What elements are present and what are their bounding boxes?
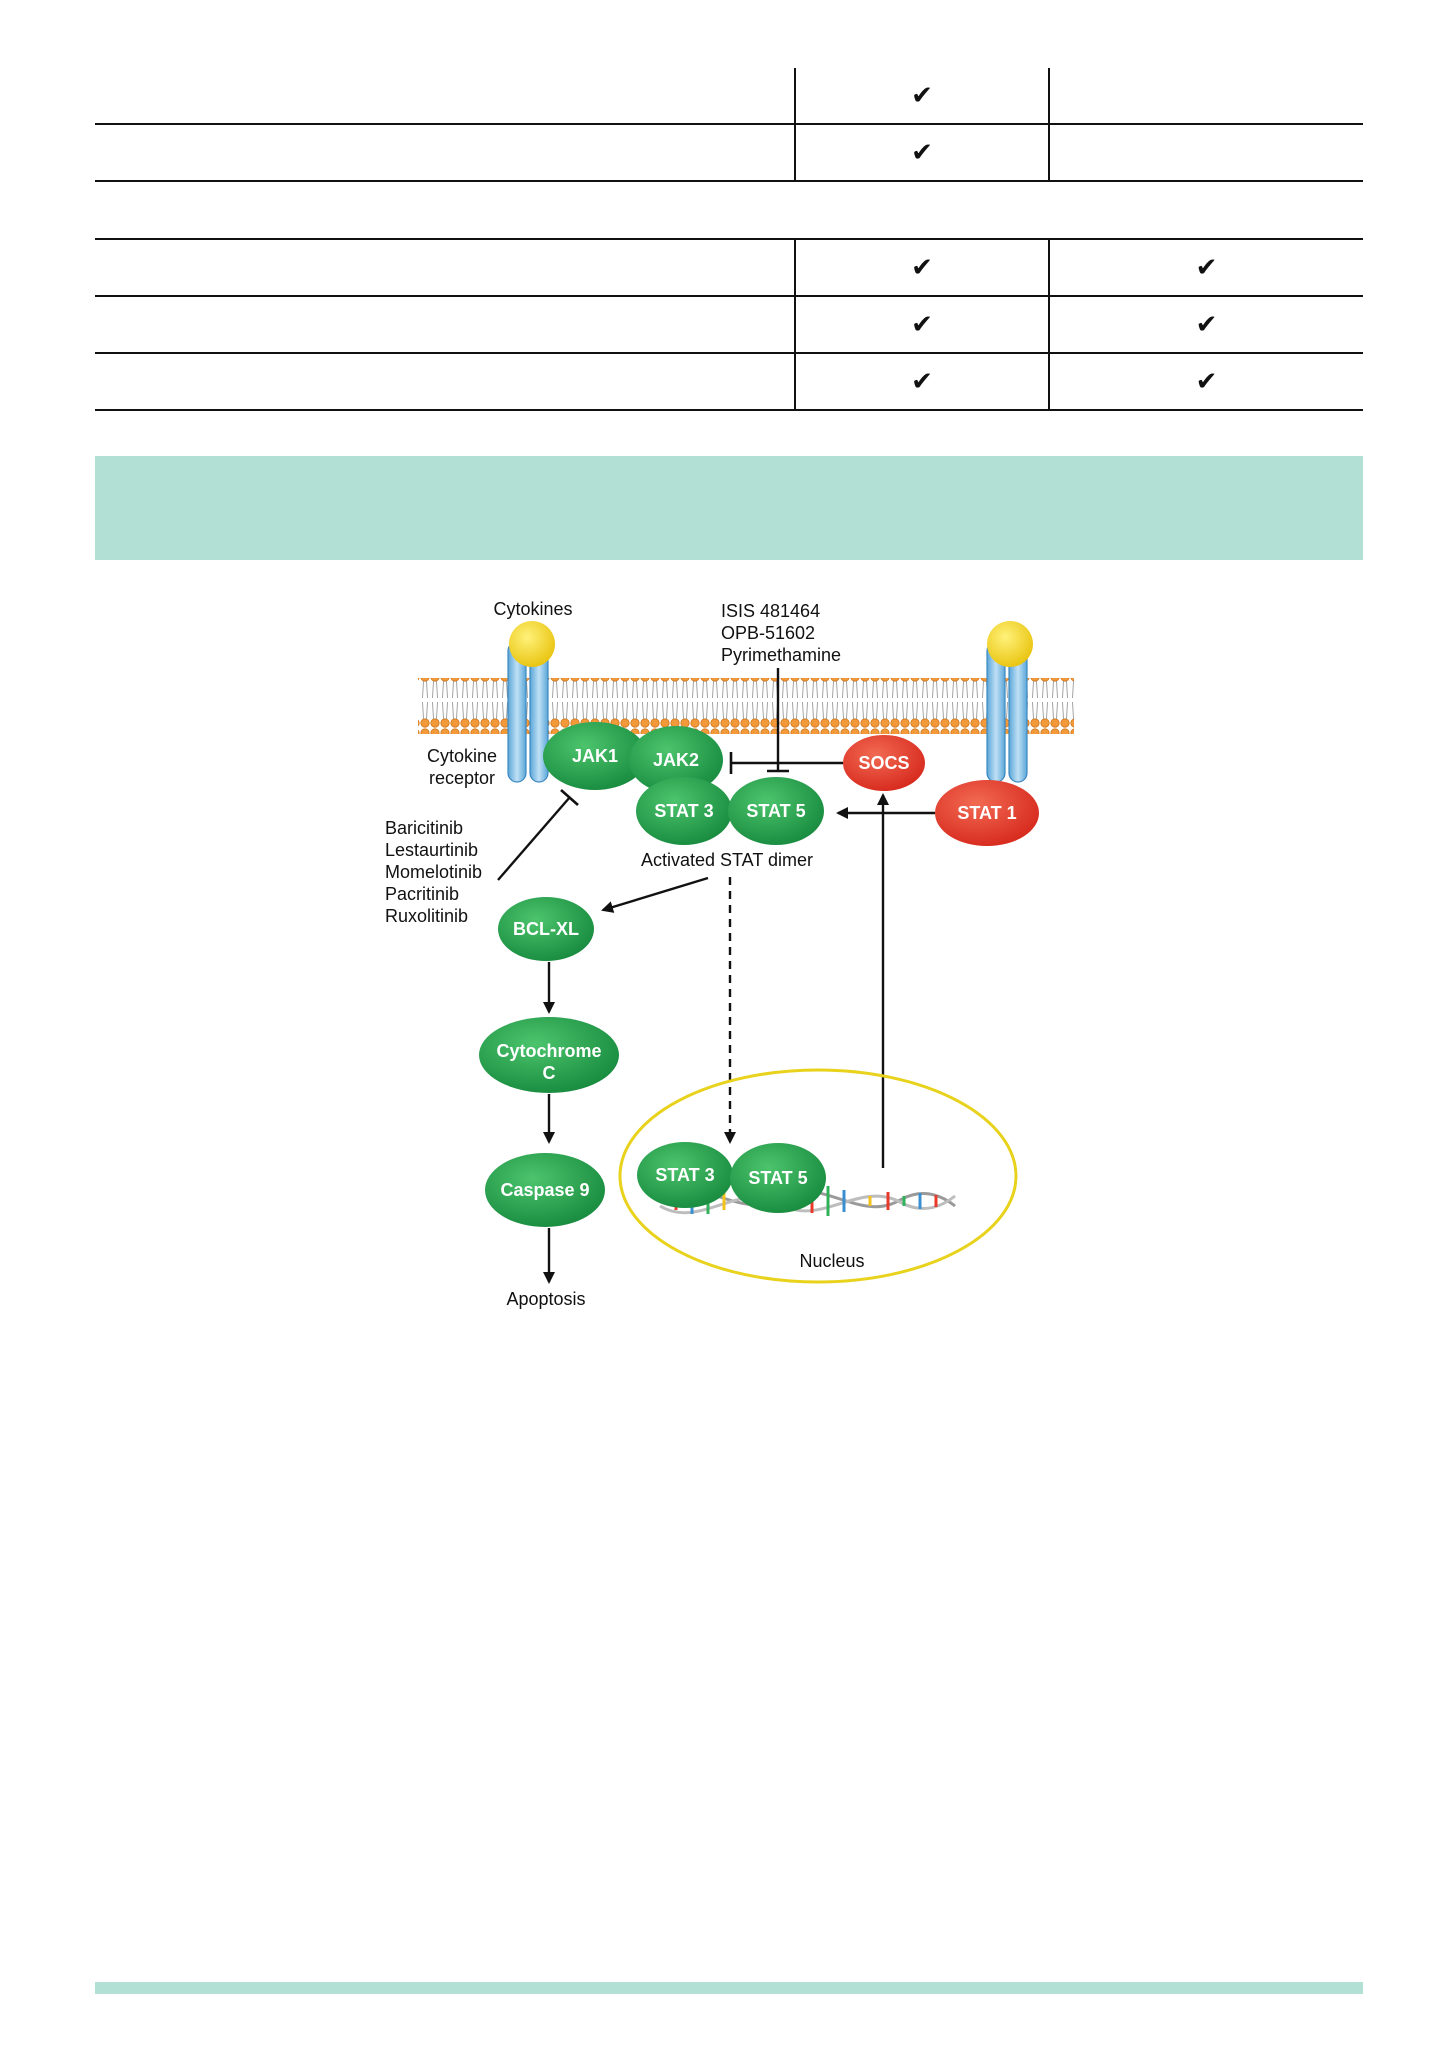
nucleus-stat5-node: STAT 5 <box>730 1143 826 1213</box>
svg-text:BCL-XL: BCL-XL <box>513 919 579 939</box>
checkmark-cell: ✔ <box>794 353 1049 411</box>
stat-inhibitor-label: OPB-51602 <box>721 623 815 643</box>
checkmark-cell: ✔ <box>794 124 1049 182</box>
activated-dimer-label: Activated STAT dimer <box>641 850 813 870</box>
table-section-gap <box>95 181 1363 240</box>
svg-text:SOCS: SOCS <box>858 753 909 773</box>
caspase-9-node: Caspase 9 <box>485 1153 605 1227</box>
cytokine-receptor-label-line1: Cytokine <box>427 746 497 766</box>
svg-text:Caspase 9: Caspase 9 <box>500 1180 589 1200</box>
figure-header-band <box>95 456 1363 560</box>
socs-node: SOCS <box>843 735 925 791</box>
page-footer-band <box>95 1982 1363 1994</box>
checkmark-cell: ✔ <box>794 68 1049 125</box>
stat3-node: STAT 3 <box>636 777 732 845</box>
svg-text:STAT 5: STAT 5 <box>748 1168 807 1188</box>
svg-text:JAK1: JAK1 <box>572 746 618 766</box>
svg-text:STAT 5: STAT 5 <box>746 801 805 821</box>
jak2-node: JAK2 <box>629 726 723 794</box>
table-row: ✔ ✔ <box>95 353 1363 411</box>
svg-text:STAT 3: STAT 3 <box>655 1165 714 1185</box>
jak-inhibitor-label: Momelotinib <box>385 862 482 882</box>
svg-text:C: C <box>543 1063 556 1083</box>
stat5-node: STAT 5 <box>728 777 824 845</box>
checkmark-cell: ✔ <box>794 239 1049 297</box>
table-row: ✔ <box>95 124 1363 182</box>
cytokine-ligand-right <box>987 621 1033 667</box>
apoptosis-label: Apoptosis <box>506 1289 585 1309</box>
svg-text:STAT 3: STAT 3 <box>654 801 713 821</box>
dimer-to-bclxl-arrow <box>601 876 709 913</box>
svg-text:JAK2: JAK2 <box>653 750 699 770</box>
table-row: ✔ ✔ <box>95 239 1363 297</box>
table-cell <box>95 296 795 354</box>
jak-inhibitor-label: Lestaurtinib <box>385 840 478 860</box>
nucleus-label: Nucleus <box>799 1251 864 1271</box>
table-cell <box>1048 124 1363 182</box>
jak1-node: JAK1 <box>543 722 647 790</box>
table-cell <box>95 353 795 411</box>
cytochrome-c-node: Cytochrome C <box>479 1017 619 1093</box>
svg-text:Cytochrome: Cytochrome <box>496 1041 601 1061</box>
bclxl-node: BCL-XL <box>498 897 594 961</box>
cytokine-receptor-right <box>986 621 1033 783</box>
stat1-node: STAT 1 <box>935 780 1039 846</box>
cytokine-ligand-left <box>509 621 555 667</box>
cytokines-label: Cytokines <box>493 599 572 619</box>
checkmark-cell: ✔ <box>794 296 1049 354</box>
nucleus-stat3-node: STAT 3 <box>637 1142 733 1208</box>
jak-inhibitor-label: Baricitinib <box>385 818 463 838</box>
jak-inhibitor-label: Pacritinib <box>385 884 459 904</box>
table-cell <box>95 239 795 297</box>
table-cell <box>1048 68 1363 125</box>
jak-inhibition-line <box>497 796 571 881</box>
jak-inhibitor-label: Ruxolitinib <box>385 906 468 926</box>
nucleus-outline <box>618 1068 1018 1284</box>
table-cell <box>95 68 795 125</box>
cytokine-receptor-label-line2: receptor <box>429 768 495 788</box>
jak-inhibition-bar <box>560 789 579 806</box>
svg-text:STAT 1: STAT 1 <box>957 803 1016 823</box>
stat-inhibitor-label: ISIS 481464 <box>721 601 820 621</box>
comparison-table: ✔ ✔ ✔ ✔ ✔ ✔ ✔ ✔ <box>95 68 1363 411</box>
cell-membrane <box>418 678 1074 734</box>
checkmark-cell: ✔ <box>1048 296 1363 354</box>
table-cell <box>95 124 795 182</box>
checkmark-cell: ✔ <box>1048 353 1363 411</box>
stat-inhibitor-label: Pyrimethamine <box>721 645 841 665</box>
table-row: ✔ <box>95 68 1363 125</box>
checkmark-cell: ✔ <box>1048 239 1363 297</box>
cytokine-receptor-left <box>507 621 555 783</box>
table-row: ✔ ✔ <box>95 296 1363 354</box>
